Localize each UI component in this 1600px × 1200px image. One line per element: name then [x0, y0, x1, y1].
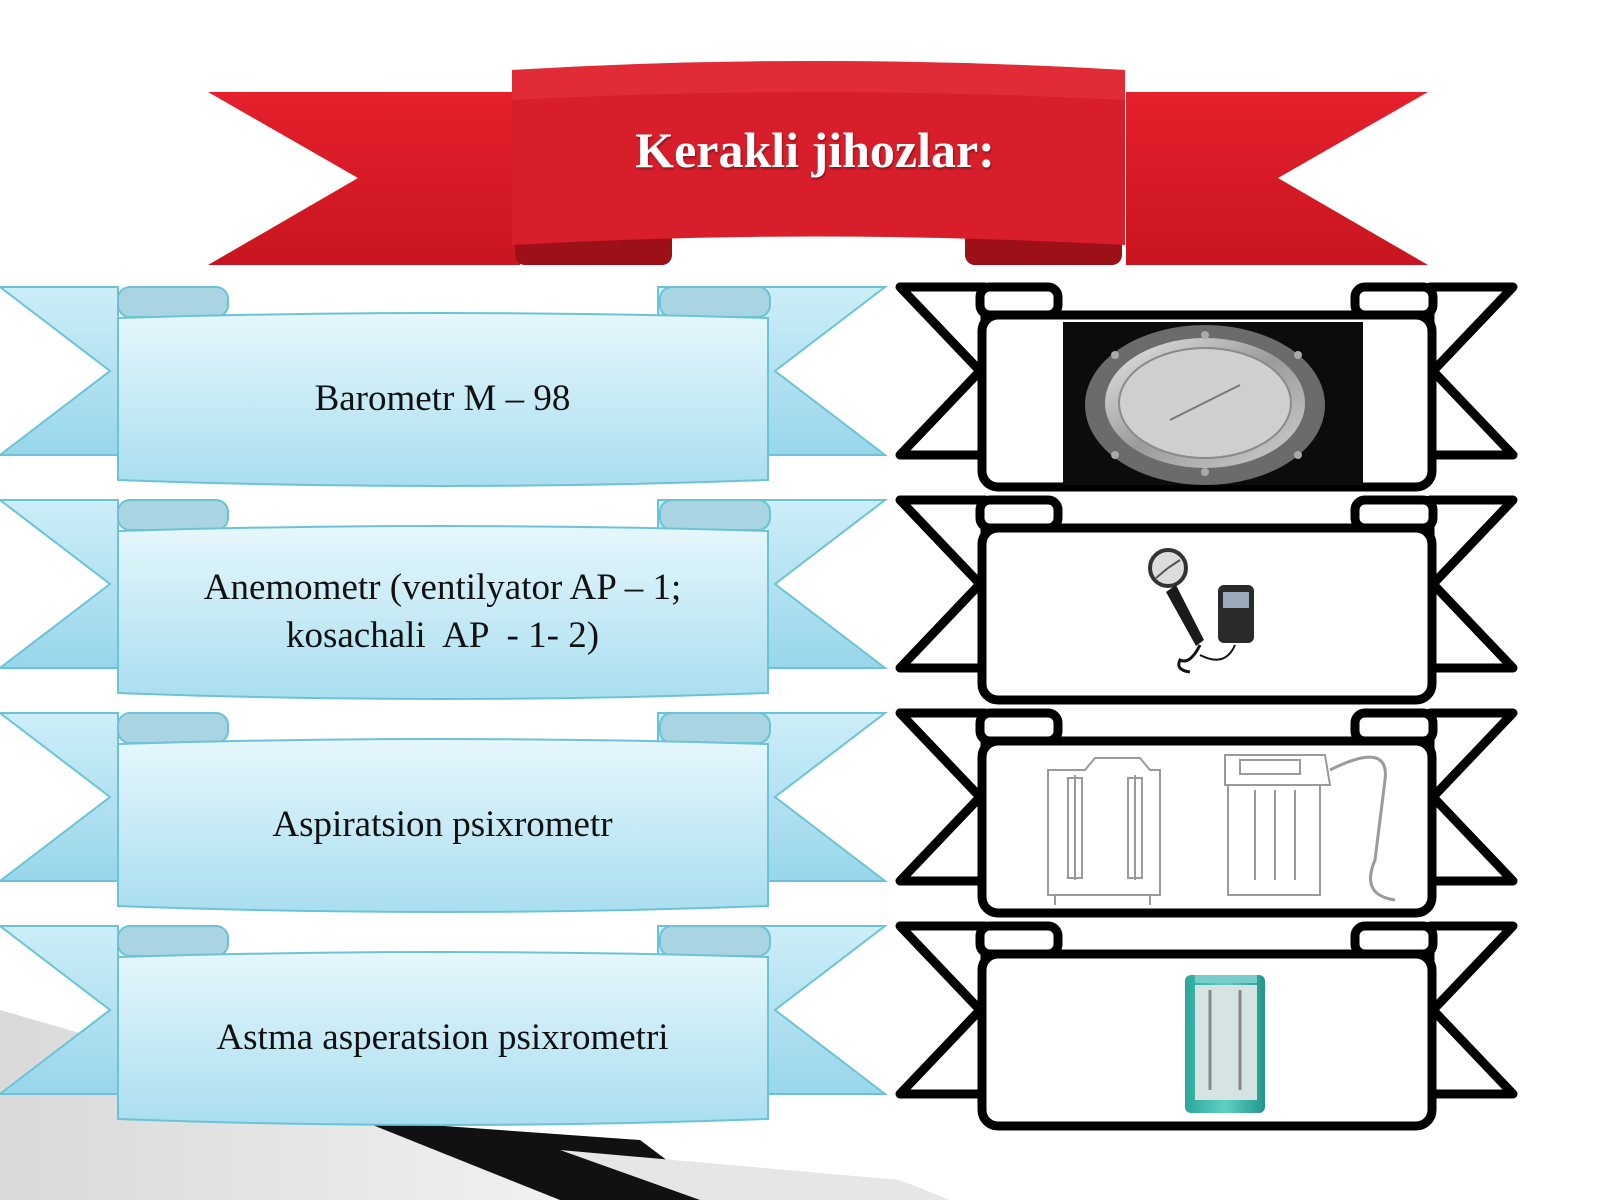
background-decoration [0, 1010, 950, 1200]
anemometer-photo [1148, 548, 1254, 674]
item-ribbon-4 [0, 925, 888, 1126]
item-ribbon-1 [0, 286, 888, 487]
item-ribbon-3 [0, 712, 888, 913]
item-label-line: Barometr M – 98 [314, 378, 571, 419]
item-label-line: Astma asperatsion psixrometri [216, 1017, 669, 1058]
image-ribbon-4 [895, 921, 1518, 1131]
item-ribbon-2 [0, 499, 888, 700]
item-label-2: Anemometr (ventilyator AP – 1; kosachali… [120, 533, 765, 691]
item-label-4: Astma asperatsion psixrometri [120, 959, 765, 1117]
slide-title: Kerakli jihozlar: [635, 122, 995, 178]
psychrometer-drawing [1028, 748, 1403, 908]
item-ribbons [0, 286, 888, 1126]
title-ribbon [208, 61, 1428, 265]
barometer-photo [1063, 322, 1363, 485]
item-label-line: kosachali AP - 1- 2) [285, 615, 600, 656]
image-ribbon-2 [895, 495, 1518, 705]
item-label-line: Anemometr (ventilyator AP – 1; [203, 567, 682, 608]
item-label-1: Barometr M – 98 [120, 320, 765, 478]
item-label-line: Aspiratsion psixrometr [272, 804, 613, 845]
assmann-psychrometer-photo [1185, 975, 1265, 1113]
item-label-3: Aspiratsion psixrometr [120, 746, 765, 904]
